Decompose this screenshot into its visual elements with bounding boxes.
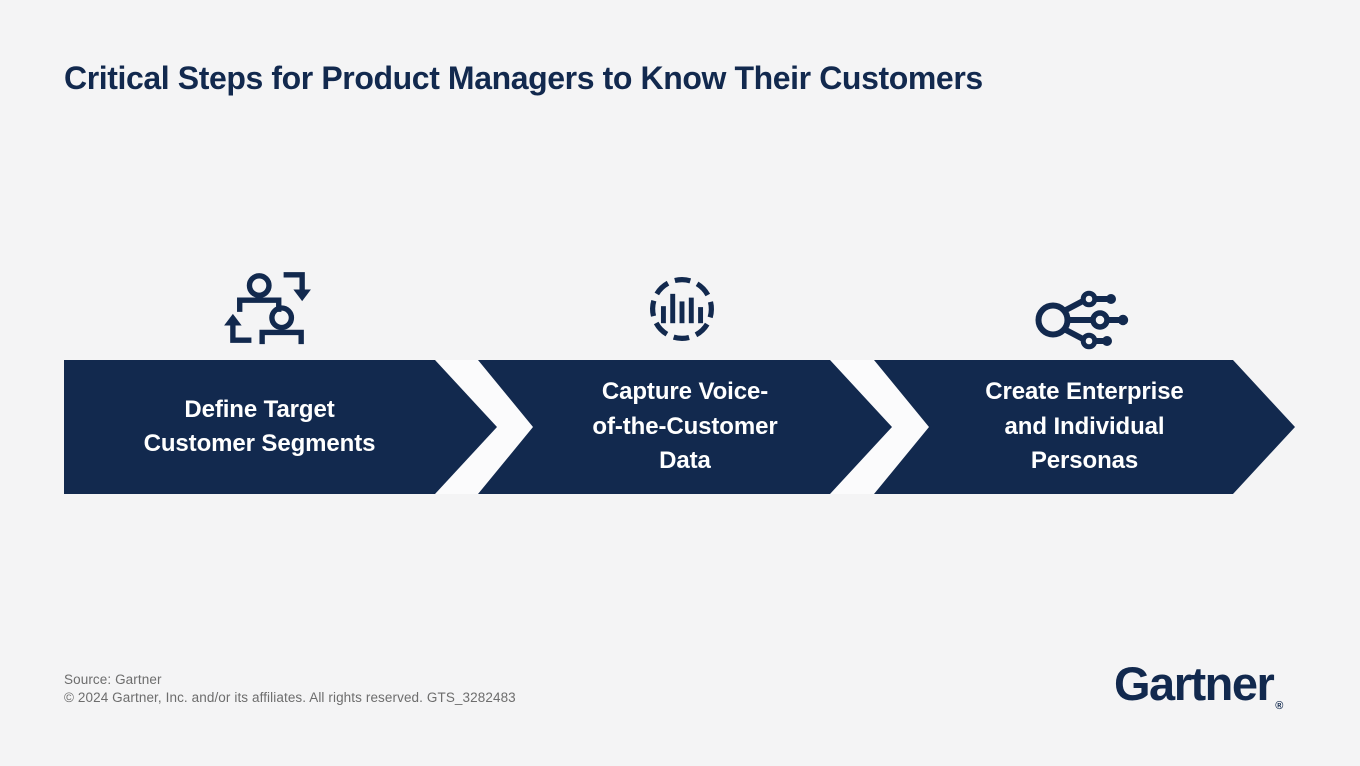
step-label-line: Define Target (184, 395, 335, 423)
step-banner-label: Capture Voice- of-the-Customer Data (592, 375, 777, 479)
step-banner-create-personas: Create Enterprise and Individual Persona… (874, 360, 1295, 494)
footer: Source: Gartner © 2024 Gartner, Inc. and… (64, 671, 516, 706)
gartner-wordmark: Gartner (1114, 657, 1275, 710)
step-label-line: of-the-Customer (592, 412, 778, 440)
step-banner-label: Define Target Customer Segments (144, 393, 376, 462)
registered-trademark-symbol: ® (1275, 700, 1284, 712)
gartner-logo: Gartner® (1114, 656, 1284, 712)
step-label-line: Personas (1030, 447, 1139, 475)
step-banner-define-target-customer-segments: Define Target Customer Segments (64, 360, 497, 494)
voc-data-chart-icon (646, 273, 718, 345)
step-label-line: Capture Voice- (601, 378, 769, 406)
step-label-line: Create Enterprise (985, 378, 1184, 406)
step-label-line: Data (659, 447, 711, 475)
page-title: Critical Steps for Product Managers to K… (64, 60, 983, 96)
step-label-line: Customer Segments (143, 430, 376, 457)
customer-swap-icon (224, 268, 312, 348)
step-banner-capture-voc-data: Capture Voice- of-the-Customer Data (478, 360, 892, 494)
copyright-line: © 2024 Gartner, Inc. and/or its affiliat… (64, 689, 516, 705)
step-label-line: and Individual (1004, 412, 1165, 440)
persona-network-icon (1033, 287, 1131, 351)
source-line: Source: Gartner (64, 672, 162, 687)
step-banner-label: Create Enterprise and Individual Persona… (985, 375, 1183, 479)
